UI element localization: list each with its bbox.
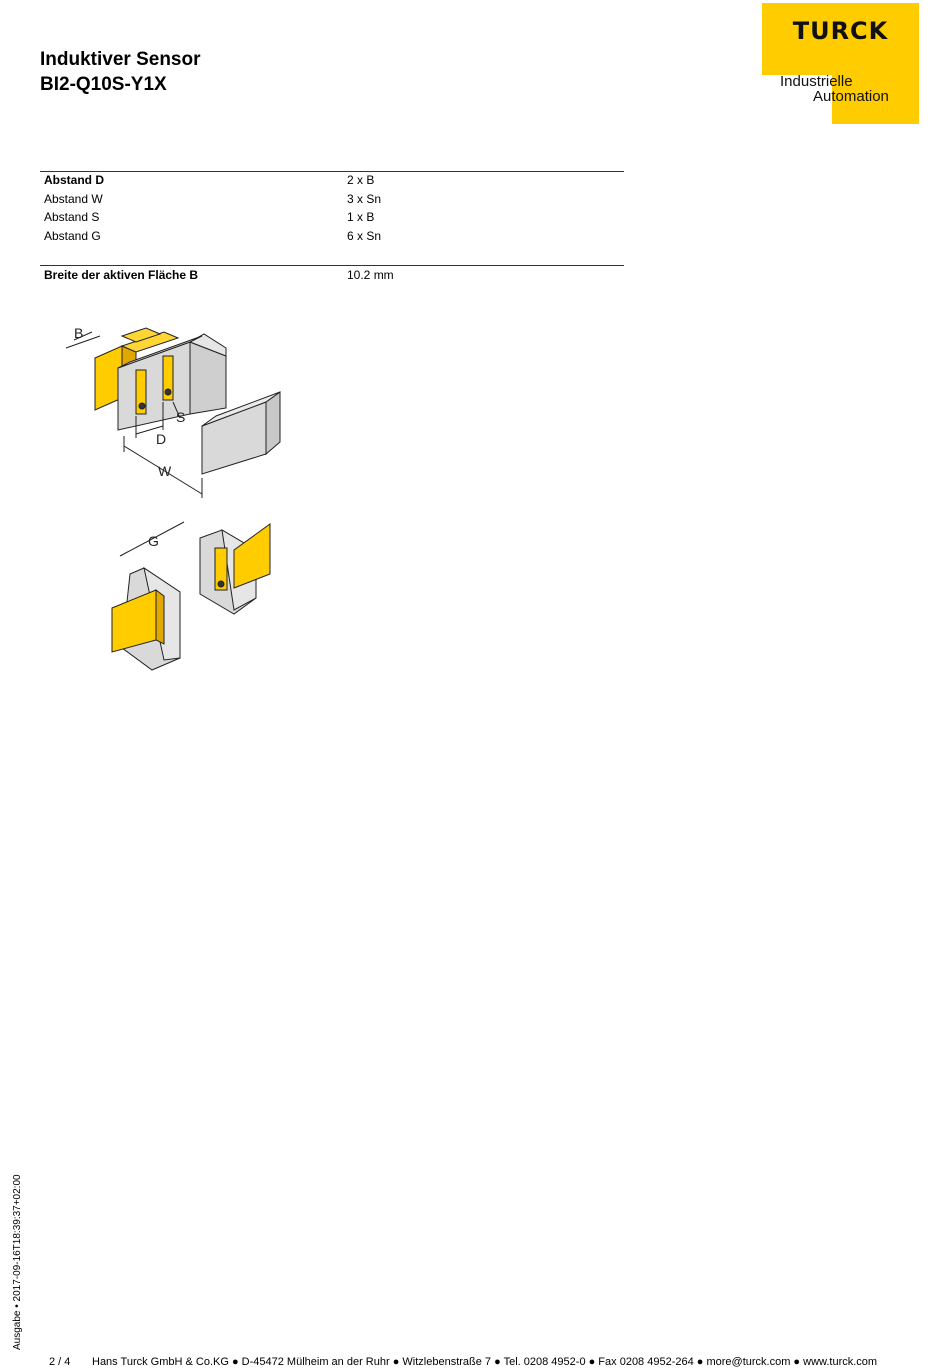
table-divider xyxy=(40,265,624,266)
spec-value: 1 x B xyxy=(347,210,375,224)
mounting-distance-diagram: B S D W G xyxy=(65,325,281,671)
spec-label: Abstand G xyxy=(44,229,101,243)
page-number: 2 / 4 xyxy=(49,1356,71,1368)
product-code: BI2-Q10S-Y1X xyxy=(40,74,167,95)
spec-value: 2 x B xyxy=(347,173,375,187)
spec-label: Abstand S xyxy=(44,210,100,224)
table-row: Abstand W 3 x Sn xyxy=(44,192,624,210)
label-g: G xyxy=(148,533,159,549)
label-b: B xyxy=(74,325,83,341)
logo-line-1: Industrielle xyxy=(780,73,853,90)
spec-label: Abstand W xyxy=(44,192,103,206)
logo-wordmark: TURCK xyxy=(792,17,889,45)
spec-value: 10.2 mm xyxy=(347,268,394,282)
page-title: Induktiver Sensor xyxy=(40,49,201,70)
spec-label: Breite der aktiven Fläche B xyxy=(44,268,199,282)
spec-label: Abstand D xyxy=(44,173,104,187)
label-s: S xyxy=(176,409,185,425)
table-row: Abstand S 1 x B xyxy=(44,210,624,228)
label-w: W xyxy=(158,463,172,479)
label-d: D xyxy=(156,431,166,447)
table-row: Abstand D 2 x B xyxy=(44,173,624,191)
table-divider xyxy=(40,171,624,172)
spec-value: 3 x Sn xyxy=(347,192,382,206)
footer-contact: Hans Turck GmbH & Co.KG ● D-45472 Mülhei… xyxy=(92,1356,878,1368)
logo-line-2: Automation xyxy=(813,88,889,105)
issue-date: Ausgabe • 2017-09-16T18:39:37+02:00 xyxy=(12,1174,23,1350)
table-row: Breite der aktiven Fläche B 10.2 mm xyxy=(44,268,624,286)
spec-value: 6 x Sn xyxy=(347,229,382,243)
table-row: Abstand G 6 x Sn xyxy=(44,229,624,247)
